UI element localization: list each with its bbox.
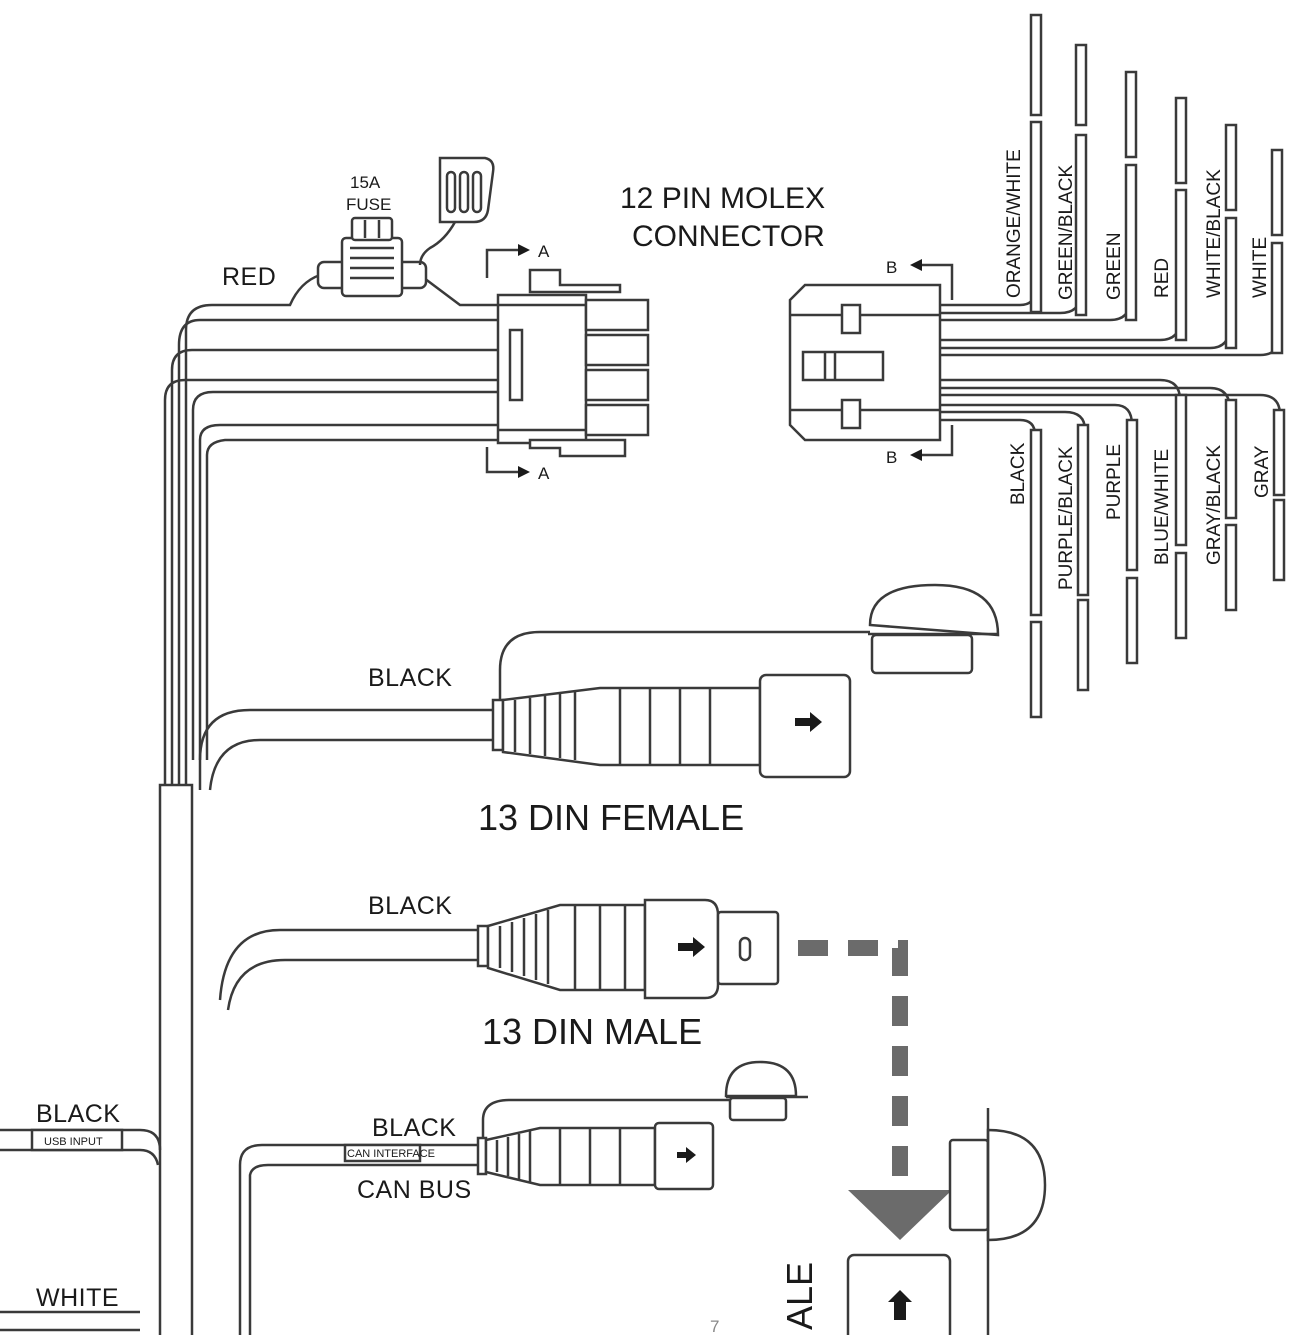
red-wire-label: RED bbox=[222, 263, 276, 291]
wire-label-orange-white: ORANGE/WHITE bbox=[1004, 149, 1025, 298]
section-a-top: A bbox=[538, 242, 550, 261]
din-female-wire-label: BLACK bbox=[368, 664, 452, 692]
can-bus-wire-label: BLACK bbox=[372, 1114, 456, 1142]
wire-label-purple-black: PURPLE/BLACK bbox=[1056, 446, 1077, 590]
din-female-label: 13 DIN FEMALE bbox=[478, 797, 744, 838]
top-wire-fan bbox=[940, 13, 1284, 357]
usb-wire-label: BLACK bbox=[36, 1100, 120, 1128]
din-male-label: 13 DIN MALE bbox=[482, 1011, 702, 1052]
can-interface-tag: CAN INTERFACE bbox=[347, 1148, 435, 1160]
din-male-connector bbox=[218, 898, 780, 1011]
wire-label-blue-white: BLUE/WHITE bbox=[1152, 449, 1173, 565]
wire-label-green-black: GREEN/BLACK bbox=[1056, 165, 1077, 300]
molex-connector-left bbox=[485, 244, 650, 478]
section-b-bottom: B bbox=[886, 448, 897, 467]
fuse-label: FUSE bbox=[346, 195, 391, 214]
wire-label-white-black: WHITE/BLACK bbox=[1204, 169, 1225, 298]
molex-title-line1: 12 PIN MOLEX bbox=[620, 182, 825, 215]
section-a-bottom: A bbox=[538, 464, 550, 483]
can-bus-label: CAN BUS bbox=[357, 1176, 472, 1204]
usb-input-tag: USB INPUT bbox=[44, 1136, 103, 1148]
can-bus-connector bbox=[238, 1060, 808, 1335]
fuse-rating: 15A bbox=[350, 173, 381, 192]
din-female-connector bbox=[198, 583, 1000, 791]
molex-connector-right bbox=[788, 259, 954, 461]
usb-input-wire bbox=[0, 1128, 162, 1166]
wire-label-red: RED bbox=[1152, 258, 1173, 298]
wire-label-green: GREEN bbox=[1104, 232, 1125, 300]
cutoff-connector bbox=[846, 1108, 1047, 1335]
dashed-connection-arrow bbox=[798, 940, 952, 1240]
section-b-top: B bbox=[886, 258, 897, 277]
white-wire bbox=[0, 1310, 140, 1332]
wire-label-gray: GRAY bbox=[1252, 445, 1273, 498]
wire-label-purple: PURPLE bbox=[1104, 444, 1125, 520]
white-wire-label: WHITE bbox=[36, 1284, 119, 1312]
cutoff-connector-label: ALE bbox=[779, 1262, 820, 1330]
page-number: 7 bbox=[710, 1317, 719, 1335]
bottom-wire-fan bbox=[940, 378, 1286, 719]
molex-title-line2: CONNECTOR bbox=[632, 220, 825, 253]
wire-label-white: WHITE bbox=[1250, 237, 1271, 298]
din-male-wire-label: BLACK bbox=[368, 892, 452, 920]
wire-label-gray-black: GRAY/BLACK bbox=[1204, 445, 1225, 565]
fuse-holder: 15A FUSE bbox=[316, 156, 495, 298]
wire-label-black: BLACK bbox=[1008, 442, 1029, 505]
